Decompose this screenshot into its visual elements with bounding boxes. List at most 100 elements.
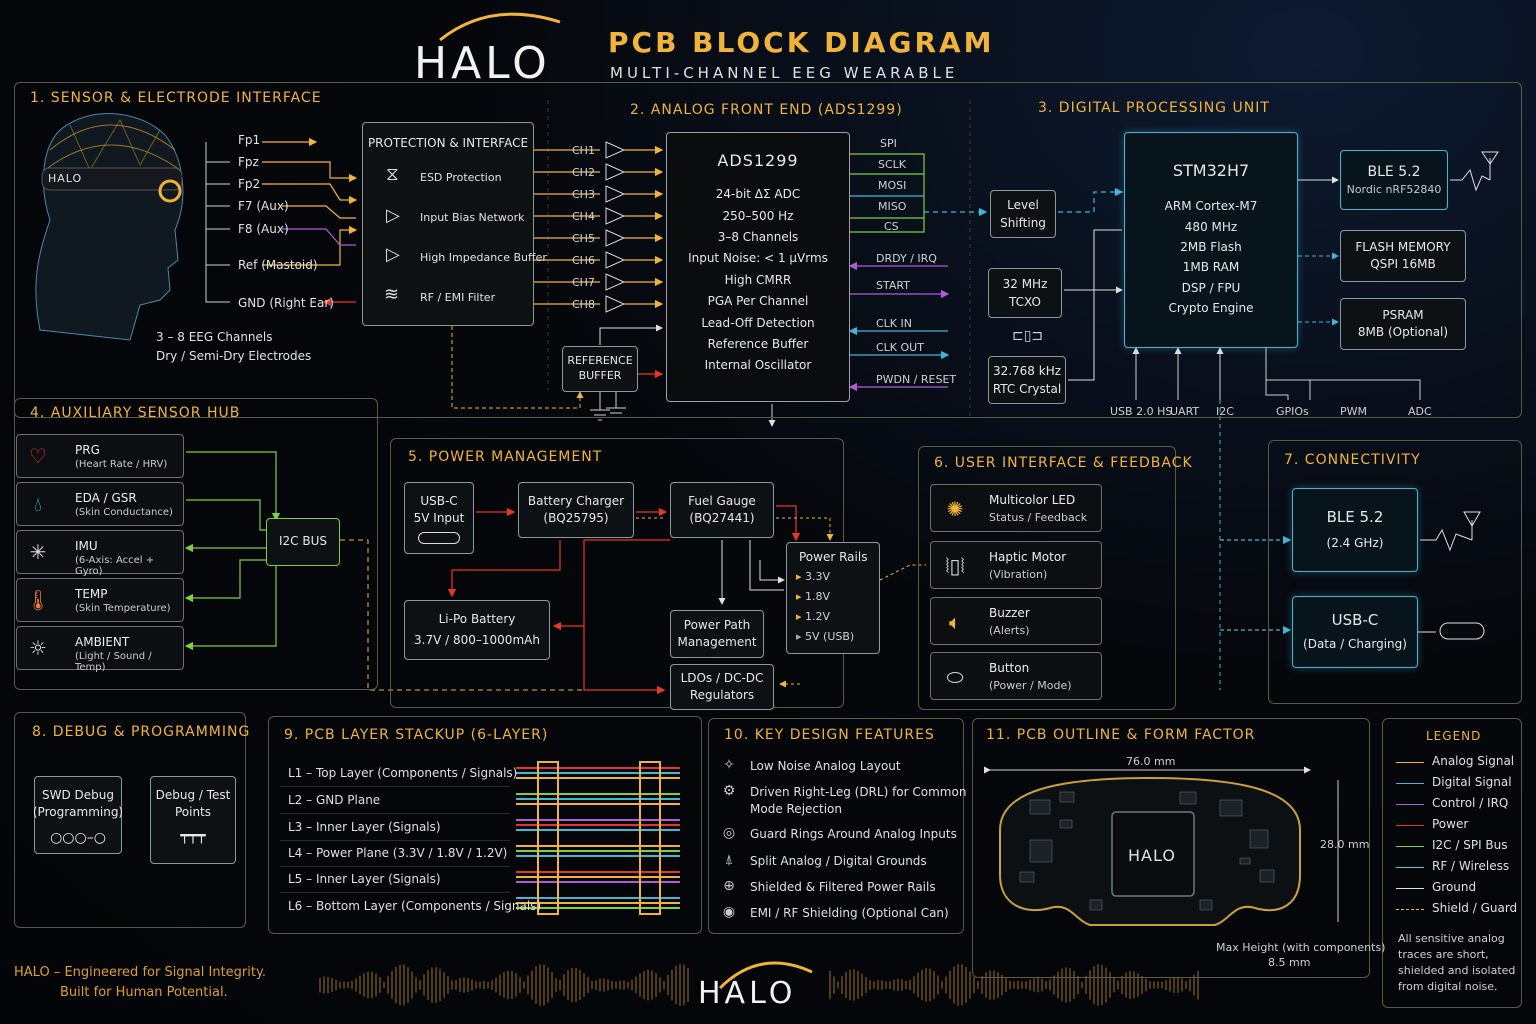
speaker-icon: 🔈︎ [949,610,961,634]
sensor-prg-desc: (Heart Rate / HRV) [75,459,168,470]
legend-power: Power [1396,817,1526,835]
legend-ground-swatch [1396,888,1424,889]
usbc-conn-desc: (Data / Charging) [1303,637,1407,652]
port-adc: ADC [1408,405,1432,418]
rail-1v2: ▸ 1.2V [796,610,831,623]
footer-waveform [319,964,1199,1006]
mcu-title: STM32H7 [1172,161,1250,180]
pcb-outline-graphic [984,766,1339,926]
sensor-ambient-desc: (Light / Sound / Temp) [75,651,152,673]
channel-ch3: CH3 [572,188,595,201]
usbc-input-title: USB-C [420,494,458,508]
ui-buzzer-desc: (Alerts) [989,624,1030,637]
electrode-f8: F8 (Aux) [238,222,289,236]
ads1299-title: ADS1299 [717,151,799,170]
legend-note-1: All sensitive analog [1398,932,1505,945]
electrode-gnd: GND (Right Ear) [238,296,334,310]
usbc-conn-title: USB-C [1331,611,1379,630]
layer-l2-label: L2 – GND Plane [288,793,381,807]
swd-debug-block: SWD Debug (Programming) ○○○–○ [32,776,124,854]
ui-haptic-desc: (Vibration) [989,568,1048,581]
swd-desc: (Programming) [32,805,124,820]
section-11-title: 11. PCB OUTLINE & FORM FACTOR [986,727,1256,743]
layer-l1-label: L1 – Top Layer (Components / Signals) [288,766,518,780]
electrode-fp2: Fp2 [238,177,261,191]
ble-conn-band: (2.4 GHz) [1326,536,1384,551]
gear-icon: ⚙ [722,783,736,799]
sensor-temp-name: TEMP [75,587,108,601]
rtc-label: RTC Crystal [992,382,1062,396]
legend-ground-label: Ground [1432,880,1477,894]
battery-charger-block: Battery Charger (BQ25795) [518,482,634,538]
esd-protection-label: ESD Protection [420,171,502,184]
charger-part: (BQ25795) [543,511,609,525]
channel-ch6: CH6 [572,254,595,267]
legend-analog: Analog Signal [1396,754,1526,772]
ui-haptic: ⦚▯⦚ Haptic Motor (Vibration) [930,541,1102,589]
ads-spec-adc: 24-bit ΔΣ ADC [715,187,801,202]
header-subtitle: MULTI-CHANNEL EEG WEARABLE [610,64,959,82]
layer-l2: L2 – GND Plane [280,787,510,814]
port-uart: UART [1170,405,1200,418]
section-5-title: 5. POWER MANAGEMENT [408,449,603,465]
ble-conn-title: BLE 5.2 [1326,508,1384,527]
ads-spec-leadoff: Lead-Off Detection [701,315,815,330]
section-4-frame [14,398,378,690]
ads1299-chip: ADS1299 24-bit ΔΣ ADC 250–500 Hz 3–8 Cha… [666,132,850,402]
mcu-spec-dsp: DSP / FPU [1181,280,1241,295]
ble-connectivity-block: BLE 5.2 (2.4 GHz) [1292,488,1418,572]
stm32h7-mcu: STM32H7 ARM Cortex-M7 480 MHz 2MB Flash … [1124,132,1298,348]
shield-icon: ◉ [722,904,736,920]
legend-analog-swatch [1396,762,1424,763]
signal-drdy: DRDY / IRQ [876,252,937,265]
section-1-frame [14,82,1522,418]
legend-rf-swatch [1396,867,1424,868]
rail-5v-label: 5V (USB) [805,630,855,643]
bias-network-icon: ▷ [386,205,400,226]
level-line1: Level [1007,198,1039,212]
legend-rf-label: RF / Wireless [1432,859,1510,873]
feature-shielded-label: Shielded & Filtered Power Rails [750,880,936,894]
section-9-frame [268,716,702,934]
target-icon: ◎ [722,825,736,841]
legend-note-4: from digital noise. [1398,980,1498,993]
legend-control-swatch [1396,804,1424,805]
flash-title: FLASH MEMORY [1355,239,1451,254]
protection-interface-block: PROTECTION & INTERFACE [362,122,534,326]
ref-buffer-line1: REFERENCE [567,354,633,368]
bus-mosi: MOSI [878,179,907,192]
psram-size: 8MB (Optional) [1357,325,1449,339]
section-8-frame [14,712,246,928]
stackup-graphic [516,761,680,915]
sun-icon: ☼ [29,636,47,660]
legend-digital-label: Digital Signal [1432,775,1512,789]
channel-count-note: 3 – 8 EEG Channels [156,330,273,344]
layer-l6-label: L6 – Bottom Layer (Components / Signals) [288,899,542,913]
crystal-icon: ⊏▯⊐ [1012,328,1044,344]
sensor-ambient-name: AMBIENT [75,635,130,649]
feature-drl-label-2: Mode Rejection [750,802,842,816]
gauge-part: (BQ27441) [689,511,755,525]
logo-arc [439,12,561,42]
layer-l5-label: L5 – Inner Layer (Signals) [288,872,441,886]
psram-title: PSRAM [1382,307,1424,322]
rail-1v8: ▸ 1.8V [796,590,831,603]
section-7-title: 7. CONNECTIVITY [1284,452,1421,468]
rtc-crystal-block: 32.768 kHz RTC Crystal [988,356,1066,404]
ui-button-desc: (Power / Mode) [989,679,1072,692]
ldo-regulator-block: LDOs / DC-DC Regulators [670,664,774,710]
electrode-type-note: Dry / Semi-Dry Electrodes [156,349,312,363]
ui-button: ⬭ Button (Power / Mode) [930,652,1102,700]
feature-drl-label: Driven Right-Leg (DRL) for Common [750,785,967,799]
i2c-bus-block: I2C BUS [266,518,340,566]
layer-l4: L4 – Power Plane (3.3V / 1.8V / 1.2V) [280,840,510,867]
sensor-imu-name: IMU [75,539,98,553]
charger-title: Battery Charger [527,493,625,508]
headband-label: HALO [48,172,83,185]
swd-pins-icon: ○○○–○ [50,829,106,846]
bus-miso: MISO [878,200,907,213]
tp-desc: Points [174,805,212,820]
ads-spec-noise: Input Noise: < 1 µVrms [688,251,828,266]
